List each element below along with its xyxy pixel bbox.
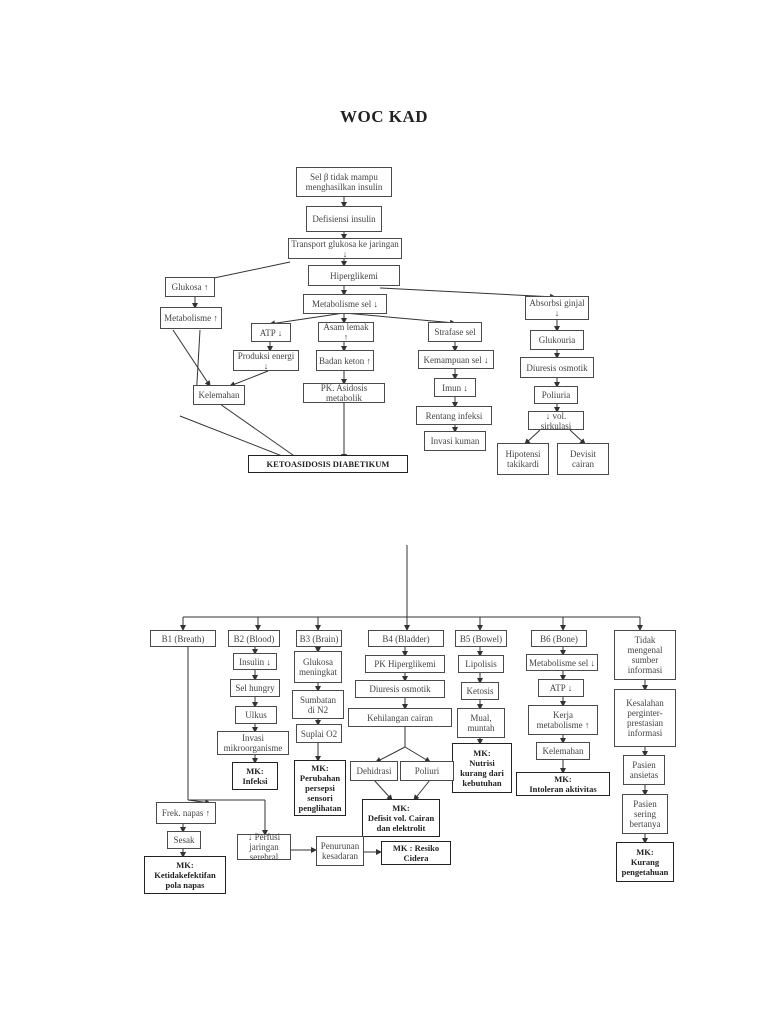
node-atp6: ATP ↓: [538, 679, 584, 697]
node-penurunan: Penurunan kesadaran: [316, 836, 364, 866]
node-mk-defisit: MK: Defisit vol. Cairan dan elektrolit: [362, 799, 440, 837]
node-kesalahan: Kesalahan perginter- prestasian informas…: [614, 689, 676, 747]
node-pkhiper: PK Hiperglikemi: [365, 655, 445, 673]
node-sesak: Sesak: [167, 831, 201, 849]
node-hiper: Hiperglikemi: [308, 265, 400, 286]
node-mk-kurang: MK: Kurang pengetahuan: [616, 842, 674, 882]
diagram-title: WOC KAD: [339, 107, 429, 126]
node-lipolisis: Lipolisis: [458, 655, 504, 673]
node-devisit: Devisit cairan: [557, 443, 609, 475]
node-vol: ↓ vol. sirkulasi: [528, 411, 584, 431]
node-kelemahan6: Kelemahan: [536, 742, 590, 760]
node-glukosa3: Glukosa meningkat: [294, 651, 342, 683]
node-mk-intoleran: MK: Intoleran aktivitas: [516, 772, 610, 796]
node-tidak: Tidak mengenal sumber informasi: [614, 630, 676, 680]
node-poliuri4: Poliuri: [400, 761, 454, 781]
node-produksi: Produksi energi ↓: [233, 350, 299, 371]
node-badan: Badan keton ↑: [316, 350, 374, 371]
node-b1: B1 (Breath): [150, 630, 216, 647]
node-metab1: Metabolisme ↑: [160, 307, 222, 329]
node-imun: Imun ↓: [434, 378, 476, 397]
node-selhungry: Sel hungry: [230, 679, 280, 697]
node-kelemahan1: Kelemahan: [193, 385, 245, 405]
node-ketosis: Ketosis: [461, 682, 499, 700]
node-pk: PK. Asidosis metabolik: [303, 383, 385, 403]
node-b5: B5 (Bowel): [455, 630, 507, 647]
node-b4: B4 (Bladder): [368, 630, 444, 647]
node-frek: Frek. napas ↑: [156, 802, 216, 824]
node-poliuria1: Poliuria: [534, 386, 578, 404]
node-def: Defisiensi insulin: [306, 206, 382, 232]
node-diuresis1: Diuresis osmotik: [520, 357, 594, 378]
node-rentang: Rentang infeksi: [416, 406, 492, 425]
node-mual: Mual, muntah: [457, 708, 505, 738]
node-asam: Asam lemak ↑: [318, 322, 374, 342]
node-sel: Sel β tidak mampu menghasilkan insulin: [296, 167, 392, 197]
node-perfusi: ↓ Perfusi jaringan serebral: [237, 832, 291, 862]
node-hipotensi: Hipotensi takikardi: [497, 443, 549, 475]
node-b3: B3 (Brain): [296, 630, 342, 647]
node-insulin: Insulin ↓: [233, 653, 277, 670]
node-pasienansietas: Pasien ansietas: [623, 755, 665, 785]
node-mk-nutrisi: MK: Nutrisi kurang dari kebutuhan: [452, 743, 512, 793]
node-trans: Transport glukosa ke jaringan ↓: [288, 238, 402, 259]
node-kemampuan: Kemampuan sel ↓: [418, 350, 494, 369]
node-sumbatan: Sumbatan di N2: [292, 690, 344, 719]
node-pasiensering: Pasien sering bertanya: [622, 794, 668, 834]
node-mk-pola: MK: Ketidakefektifan pola napas: [144, 856, 226, 894]
node-kehilangan: Kehilangan cairan: [348, 708, 452, 727]
node-suplai: Suplai O2: [296, 724, 342, 743]
node-invasi2: Invasi mikroorganisme: [217, 731, 289, 755]
node-absorb: Absorbsi ginjal ↓: [525, 296, 589, 320]
node-strafase: Strafase sel: [428, 322, 482, 342]
node-ulkus: Ulkus: [235, 706, 277, 724]
node-diuresis4: Diuresis osmotik: [355, 680, 445, 698]
node-invasi1: Invasi kuman: [424, 431, 486, 451]
node-mk-resiko: MK : Resiko Cidera: [381, 841, 451, 865]
node-keto: KETOASIDOSIS DIABETIKUM: [248, 455, 408, 473]
node-b6: B6 (Bone): [531, 630, 587, 647]
node-dehidrasi: Dehidrasi: [350, 761, 398, 781]
node-glukouria: Glukouria: [530, 330, 584, 350]
node-gluk: Glukosa ↑: [165, 277, 215, 297]
node-b2: B2 (Blood): [228, 630, 280, 647]
node-mk-infeksi: MK: Infeksi: [232, 762, 278, 790]
node-metsel: Metabolisme sel ↓: [303, 294, 387, 314]
node-atp: ATP ↓: [251, 323, 291, 342]
node-kerja: Kerja metabolisme ↑: [528, 705, 598, 735]
node-mk-persepsi: MK: Perubahan persepsi sensori penglihat…: [294, 760, 346, 816]
node-metsel6: Metabolisme sel ↓: [526, 654, 598, 671]
